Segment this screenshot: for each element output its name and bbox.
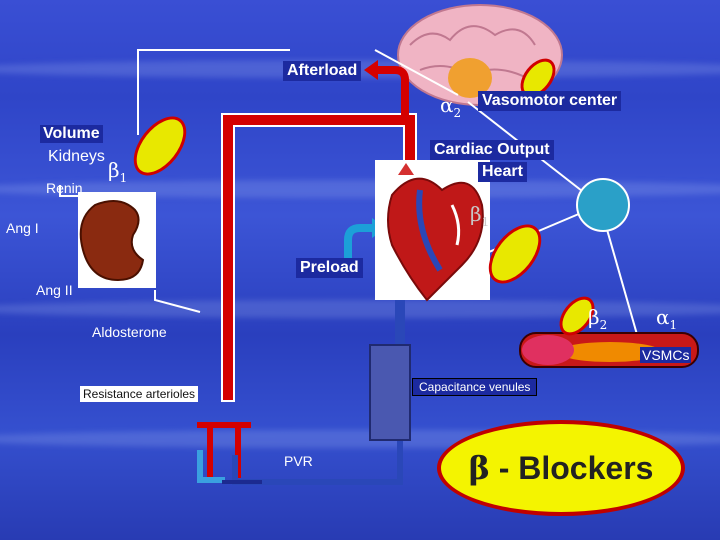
kidney-icon [78,192,156,288]
beta1-heart-receptor: β1 [470,202,490,229]
alpha1-receptor: α1 [656,305,678,332]
heart-icon [375,160,490,302]
afterload-arrow-icon [364,60,409,125]
beta-blockers-title: - Blockers [498,450,654,486]
beta-symbol: β [468,449,490,487]
preload-label: Preload [296,258,363,278]
pvr-label: PVR [284,453,313,469]
capacitance-vessel [369,344,411,441]
ang2-label: Ang II [36,282,73,298]
arterial-path [197,113,417,478]
afterload-label: Afterload [283,61,362,81]
capacitance-venules-label: Capacitance venules [412,378,538,396]
renin-label: Renin [46,180,83,196]
beta1-kidney-receptor: β1 [108,158,128,185]
resistance-arterioles-label: Resistance arterioles [80,386,199,402]
beta2-receptor: β2 [588,305,608,332]
vasomotor-node-icon [576,178,630,232]
heart-label: Heart [478,162,527,182]
aldosterone-label: Aldosterone [92,324,167,340]
vasomotor-center-label: Vasomotor center [478,91,622,111]
ang1-label: Ang I [6,220,39,236]
kidneys-label: Kidneys [48,148,105,165]
beta-blockers-badge: β - Blockers [437,420,685,516]
vsmcs-label: VSMCs [640,347,692,363]
cardiac-output-label: Cardiac Output [430,140,554,160]
alpha2-receptor: α2 [440,93,462,120]
volume-label: Volume [40,125,103,143]
